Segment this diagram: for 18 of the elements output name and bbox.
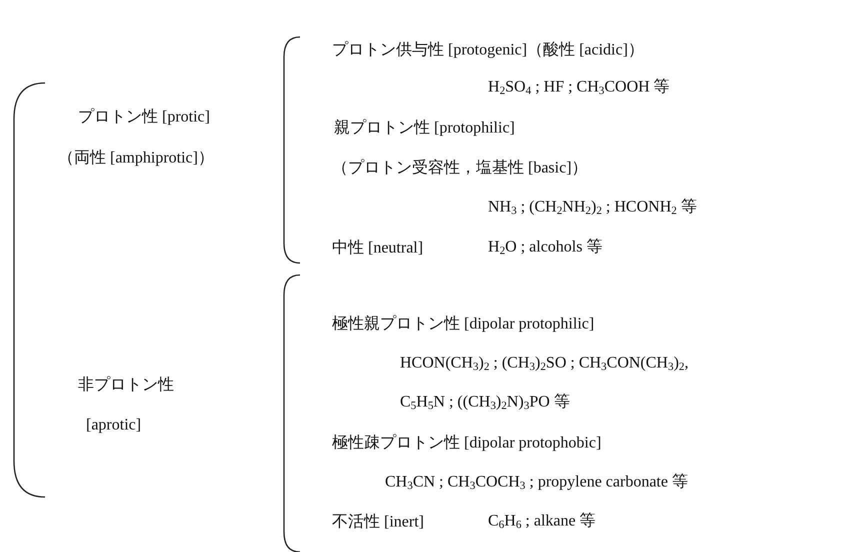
category-label: （両性 [amphiprotic]） [58, 148, 214, 168]
category-label: 中性 [neutral] [332, 238, 424, 258]
formula-text: H$_{2}$SO$_{4}$ ; HF ; CH$_{3}$COOH 等 [488, 77, 670, 99]
formula-text: CH$_{3}$CN ; CH$_{3}$COCH$_{3}$ ; propylene carbonate 等 [385, 472, 688, 494]
formula-text: C$_{6}$H$_{6}$ ; alkane 等 [488, 511, 596, 533]
category-label: 不活性 [inert] [332, 512, 424, 532]
category-label: プロトン性 [protic] [78, 107, 210, 127]
category-label: [aprotic] [86, 415, 142, 435]
category-label: （プロトン受容性，塩基性 [basic]） [332, 158, 588, 178]
category-label: 非プロトン性 [78, 375, 174, 395]
category-label: 極性疎プロトン性 [dipolar protophobic] [332, 433, 602, 453]
category-label: 親プロトン性 [protophilic] [334, 118, 515, 138]
category-label: プロトン供与性 [protogenic]（酸性 [acidic]） [332, 40, 644, 60]
formula-text: NH$_{3}$ ; (CH$_{2}$NH$_{2}$)$_{2}$ ; HCONH$_{2}$ 等 [488, 197, 697, 219]
category-label: 極性親プロトン性 [dipolar protophilic] [332, 314, 594, 334]
formula-text: H$_{2}$O ; alcohols 等 [488, 237, 602, 259]
formula-text: HCON(CH$_{3}$)$_{2}$ ; (CH$_{3}$)$_{2}$SO ; CH$_{3}$CON(CH$_{3}$)$_{2}$, [400, 353, 688, 375]
formula-text: C$_{5}$H$_{5}$N ; ((CH$_{3}$)$_{2}$N)$_{3}$PO 等 [400, 392, 570, 414]
